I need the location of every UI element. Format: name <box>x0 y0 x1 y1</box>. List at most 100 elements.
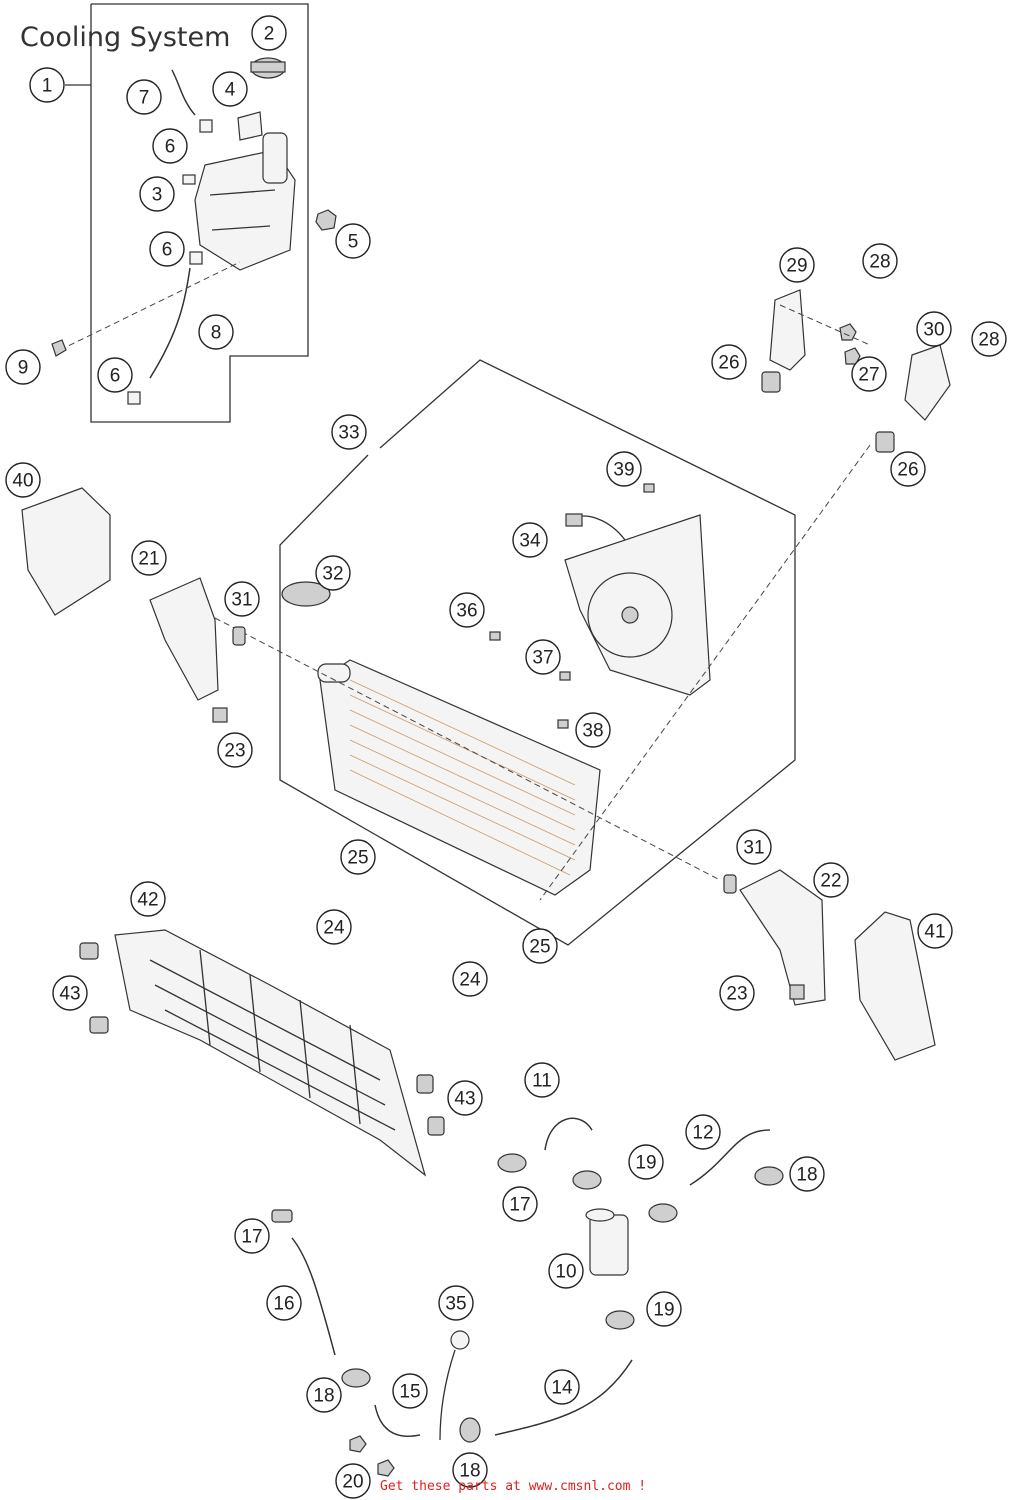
callout-number: 43 <box>454 1089 475 1110</box>
callout-circle <box>548 1253 584 1289</box>
callout-circle <box>52 975 88 1011</box>
callout-number: 25 <box>529 937 550 958</box>
callout-6: 6 <box>149 231 185 267</box>
callout-circle <box>266 1285 302 1321</box>
callout-number: 7 <box>139 88 150 109</box>
callout-18: 18 <box>789 1156 825 1192</box>
callout-number: 29 <box>786 256 807 277</box>
callout-circle <box>544 1369 580 1405</box>
callout-1: 1 <box>29 67 65 103</box>
callout-circle <box>447 1080 483 1116</box>
callout-circle <box>139 176 175 212</box>
callout-19: 19 <box>628 1144 664 1180</box>
callout-number: 19 <box>635 1153 656 1174</box>
callout-circle <box>340 839 376 875</box>
callout-circle <box>130 881 166 917</box>
callout-2: 2 <box>251 15 287 51</box>
callout-circle <box>97 357 133 393</box>
callout-circle <box>29 67 65 103</box>
callout-25: 25 <box>522 928 558 964</box>
radiator-group <box>214 359 871 946</box>
callout-number: 28 <box>869 252 890 273</box>
callout-8: 8 <box>198 314 234 350</box>
callout-39: 39 <box>606 451 642 487</box>
callout-number: 9 <box>18 358 29 379</box>
callout-35: 35 <box>438 1285 474 1321</box>
callout-number: 6 <box>162 240 173 261</box>
callout-number: 35 <box>445 1294 466 1315</box>
callout-31: 31 <box>224 581 260 617</box>
callout-38: 38 <box>575 712 611 748</box>
callout-29: 29 <box>779 247 815 283</box>
grille-slats <box>149 949 396 1131</box>
callout-41: 41 <box>917 913 953 949</box>
callout-circle <box>502 1186 538 1222</box>
callout-31: 31 <box>736 829 772 865</box>
callout-number: 37 <box>532 648 553 669</box>
callout-number: 19 <box>653 1300 674 1321</box>
callout-circle <box>438 1285 474 1321</box>
callout-number: 36 <box>456 601 477 622</box>
callout-number: 23 <box>224 741 245 762</box>
callout-37: 37 <box>525 639 561 675</box>
callout-42: 42 <box>130 881 166 917</box>
callout-circle <box>851 356 887 392</box>
callout-circle <box>575 712 611 748</box>
footer-link[interactable]: Get these parts at www.cmsnl.com ! <box>380 1479 646 1494</box>
callout-number: 26 <box>718 353 739 374</box>
callout-6: 6 <box>152 128 188 164</box>
callout-27: 27 <box>851 356 887 392</box>
callout-number: 6 <box>110 366 121 387</box>
callout-circle <box>392 1373 428 1409</box>
callout-circle <box>862 243 898 279</box>
callout-number: 12 <box>692 1123 713 1144</box>
callout-circle <box>335 1463 371 1499</box>
callout-22: 22 <box>813 862 849 898</box>
callout-circle <box>234 1218 270 1254</box>
callout-circle <box>5 349 41 385</box>
callout-circle <box>522 928 558 964</box>
callout-number: 6 <box>165 137 176 158</box>
callout-number: 31 <box>231 590 252 611</box>
callout-32: 32 <box>315 555 351 591</box>
callout-circle <box>449 592 485 628</box>
hoses-group <box>271 1117 784 1477</box>
callout-circle <box>452 961 488 997</box>
callout-16: 16 <box>266 1285 302 1321</box>
callout-circle <box>152 128 188 164</box>
callout-5: 5 <box>335 223 371 259</box>
callout-number: 28 <box>978 330 999 351</box>
callout-circle <box>5 462 41 498</box>
callout-circle <box>331 414 367 450</box>
callout-number: 34 <box>519 531 541 552</box>
callout-circle <box>149 231 185 267</box>
callout-number: 20 <box>342 1472 363 1493</box>
callout-3: 3 <box>139 176 175 212</box>
callout-number: 23 <box>726 984 747 1005</box>
callout-circle <box>646 1291 682 1327</box>
callout-18: 18 <box>452 1452 488 1488</box>
callout-circle <box>789 1156 825 1192</box>
callout-15: 15 <box>392 1373 428 1409</box>
callout-19: 19 <box>646 1291 682 1327</box>
callout-7: 7 <box>126 79 162 115</box>
callout-number: 3 <box>152 185 163 206</box>
callout-11: 11 <box>524 1062 560 1098</box>
callout-circle <box>212 71 248 107</box>
callout-number: 18 <box>313 1386 334 1407</box>
callout-number: 21 <box>138 549 159 570</box>
callout-number: 17 <box>509 1195 530 1216</box>
radiator-fins <box>349 679 576 876</box>
callout-circle <box>685 1114 721 1150</box>
callout-28: 28 <box>862 243 898 279</box>
callout-number: 24 <box>323 918 345 939</box>
callout-number: 22 <box>820 871 841 892</box>
callout-number: 39 <box>613 460 634 481</box>
callout-6: 6 <box>97 357 133 393</box>
callout-number: 2 <box>264 24 275 45</box>
callout-circle <box>306 1377 342 1413</box>
callout-number: 1 <box>42 76 53 97</box>
callout-number: 17 <box>241 1227 262 1248</box>
callout-circle <box>251 15 287 51</box>
callout-circle <box>224 581 260 617</box>
